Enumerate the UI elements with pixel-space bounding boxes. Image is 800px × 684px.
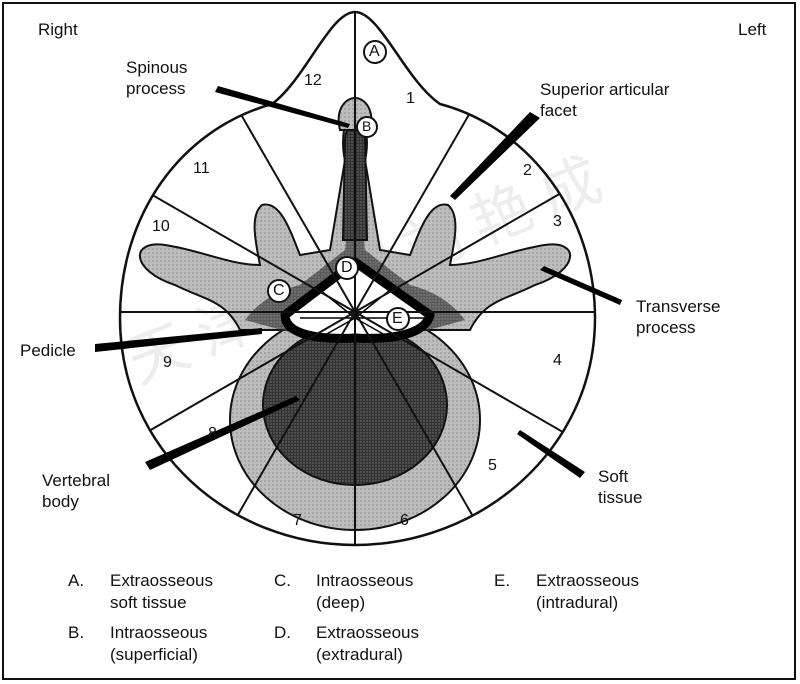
sector-6: 6: [400, 512, 409, 529]
sector-1: 1: [406, 90, 415, 107]
legend-line: Intraosseous: [110, 623, 208, 642]
right-side-label: Right: [38, 20, 78, 39]
callout-line: Transverse: [636, 297, 721, 316]
legend-key: B.: [68, 623, 85, 642]
legend-text: Intraosseous (superficial): [110, 622, 207, 666]
legend-key: D.: [274, 623, 291, 642]
callout-line: Superior articular: [540, 80, 670, 99]
legend-line: Intraosseous: [316, 571, 414, 590]
callout-line: facet: [540, 101, 577, 120]
legend-line: Extraosseous: [110, 571, 213, 590]
legend-key: A.: [68, 571, 85, 590]
zone-e-label: E: [392, 310, 403, 327]
pedicle-label: Pedicle: [20, 341, 76, 360]
sector-2: 2: [523, 162, 532, 179]
sector-8: 8: [208, 425, 217, 442]
callout-line: Vertebral: [42, 471, 111, 490]
sector-10: 10: [152, 218, 170, 235]
sector-12: 12: [304, 72, 322, 89]
zone-c-label: C: [273, 282, 285, 299]
sector-3: 3: [553, 213, 562, 230]
callout-pointers: [95, 86, 622, 478]
callout-line: Soft: [598, 467, 629, 486]
superior-articular-facet-label: Superior articular facet: [540, 79, 669, 121]
zone-d-label: D: [341, 259, 353, 276]
soft-tissue-label: Soft tissue: [598, 466, 642, 508]
sector-9: 9: [163, 354, 172, 371]
callout-line: body: [42, 492, 79, 511]
sector-4: 4: [553, 352, 562, 369]
legend-line: (intradural): [536, 593, 619, 612]
zone-b-label: B: [362, 118, 372, 134]
legend-line: Extraosseous: [316, 623, 419, 642]
sector-7: 7: [293, 512, 302, 529]
legend-text: Extraosseous (extradural): [316, 622, 419, 666]
soft-tissue-outline: [118, 10, 597, 547]
legend-key: E.: [494, 571, 511, 590]
left-side-label: Left: [738, 20, 767, 39]
callout-line: Spinous: [126, 58, 188, 77]
spinous-process-label: Spinous process: [126, 57, 187, 99]
callout-line: tissue: [598, 488, 643, 507]
zone-circles: [267, 40, 410, 331]
legend-text: Extraosseous (intradural): [536, 570, 639, 614]
transverse-process-label: Transverse process: [636, 296, 720, 338]
legend-line: (extradural): [316, 645, 403, 664]
legend-line: (superficial): [110, 645, 198, 664]
legend-line: (deep): [316, 593, 366, 612]
legend-line: Extraosseous: [536, 571, 639, 590]
sector-5: 5: [488, 457, 497, 474]
sector-11: 11: [193, 160, 210, 177]
callout-line: process: [636, 318, 696, 337]
legend-key: C.: [274, 571, 291, 590]
legend-text: Intraosseous (deep): [316, 570, 413, 614]
vertebral-body-label: Vertebral body: [42, 470, 110, 512]
legend-line: soft tissue: [110, 593, 187, 612]
legend-text: Extraosseous soft tissue: [110, 570, 213, 614]
zone-a-label: A: [369, 43, 380, 60]
callout-line: process: [126, 79, 186, 98]
